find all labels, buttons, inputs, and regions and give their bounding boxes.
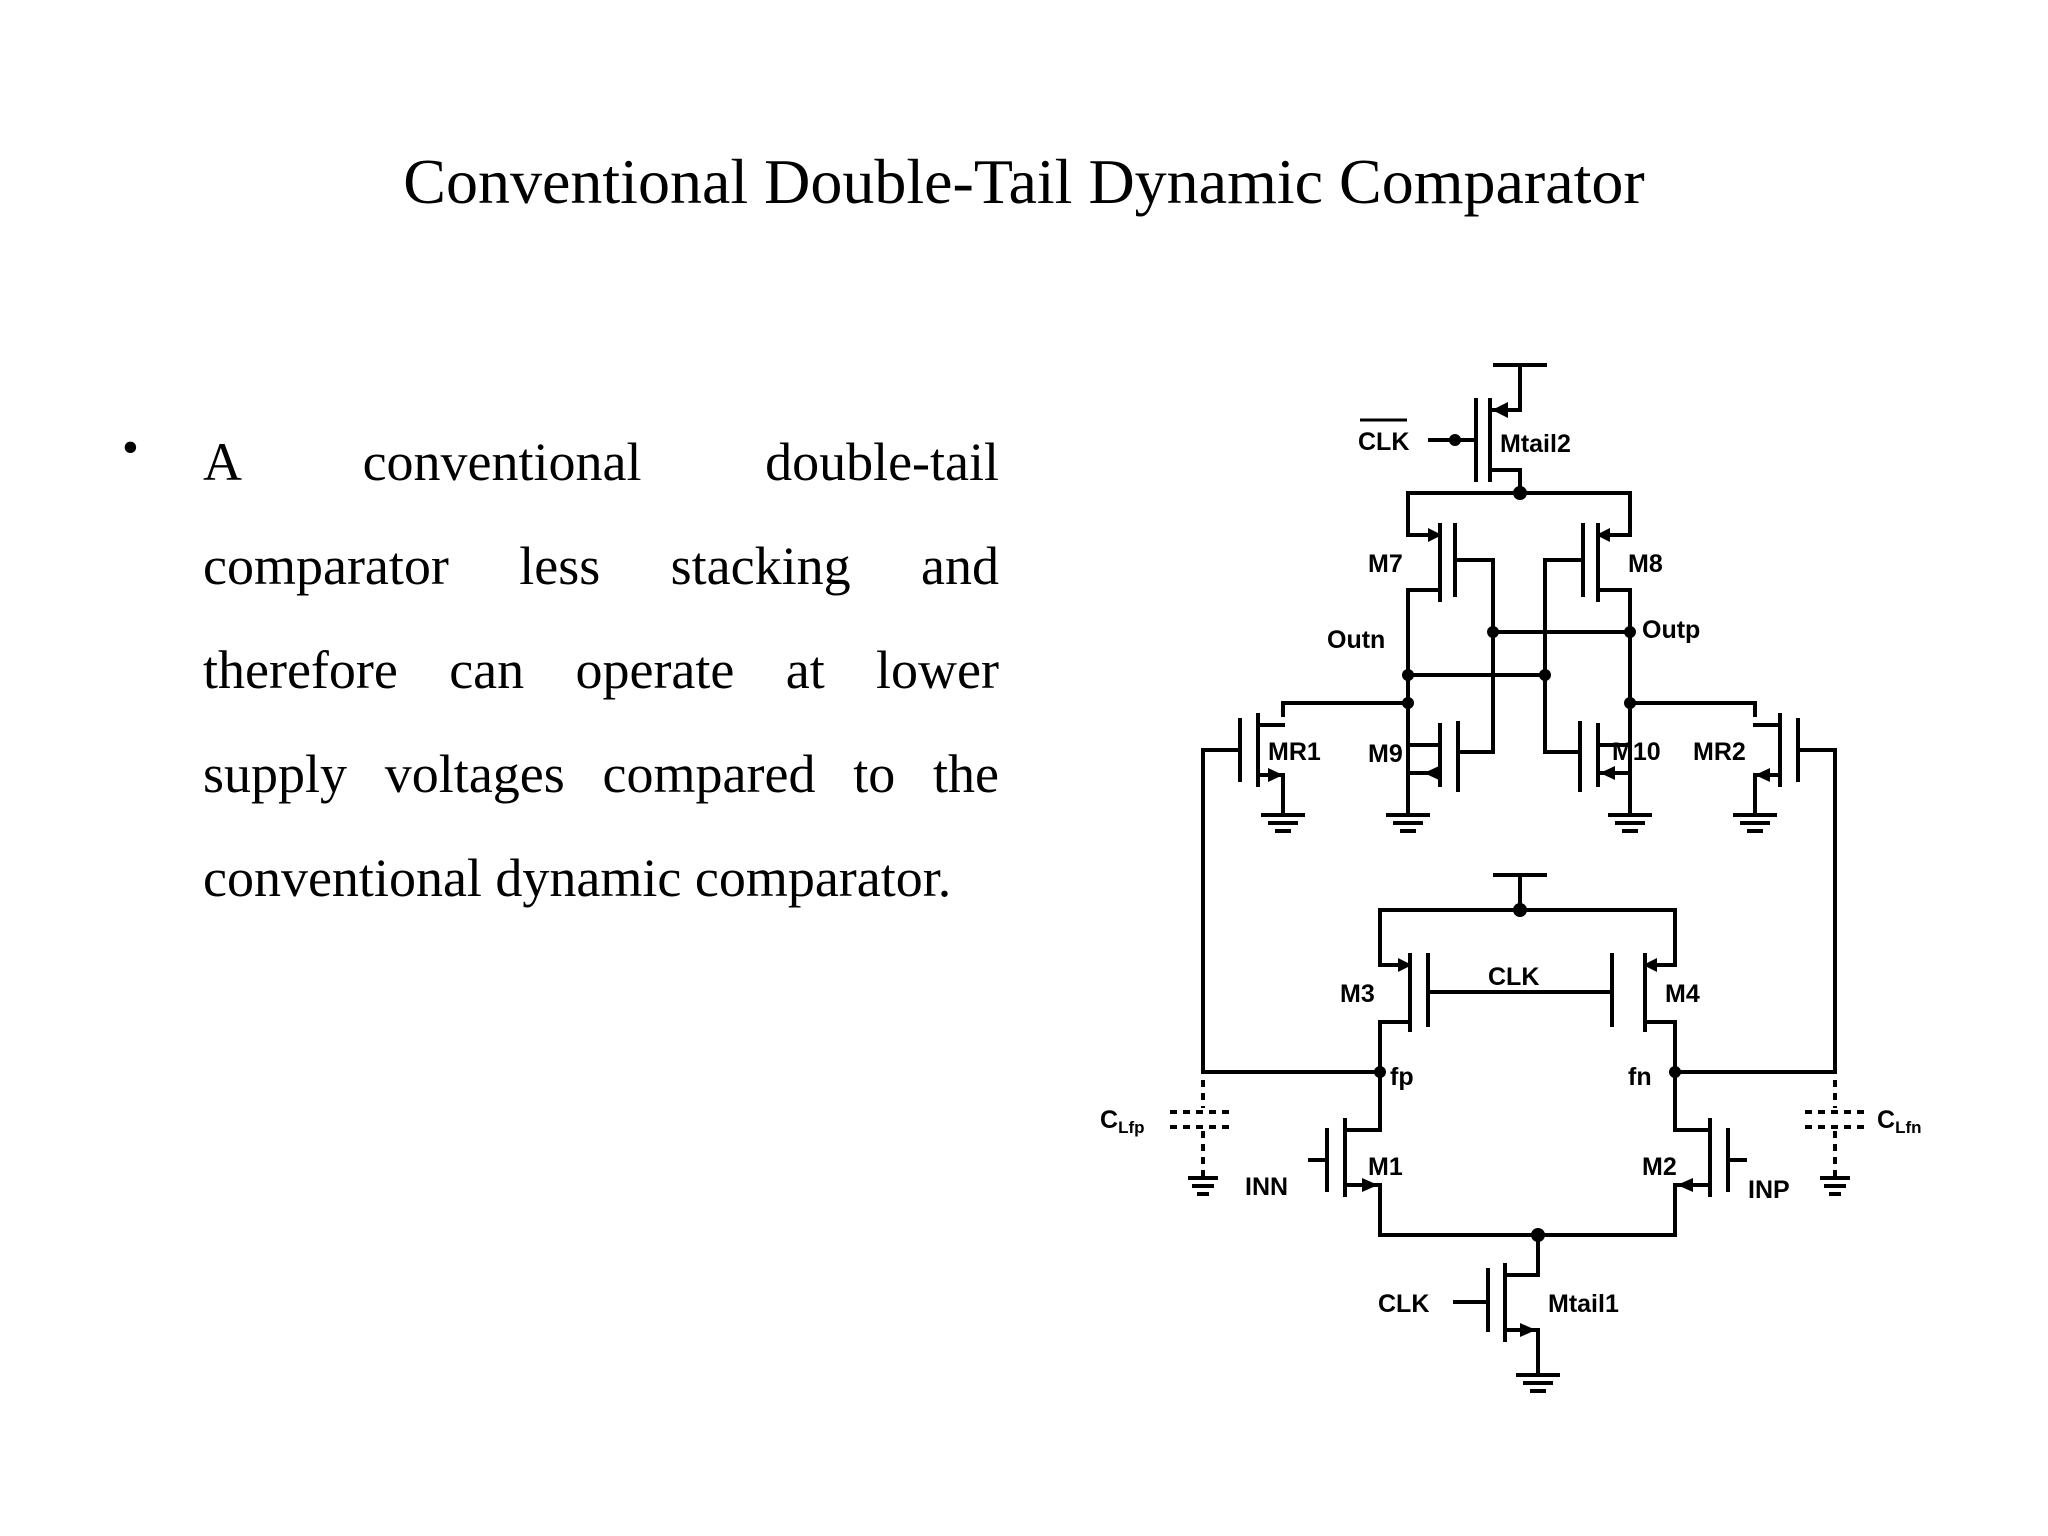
mtail1-label: Mtail1 [1548, 1290, 1619, 1318]
m3-label: M3 [1340, 980, 1375, 1008]
first-stage-supply [1378, 873, 1677, 967]
outn-label: Outn [1327, 626, 1385, 654]
m9-transistor [1386, 663, 1495, 833]
bullet-marker: • [122, 421, 139, 474]
bullet-text: A conventional double-tail comparator le… [203, 432, 999, 908]
m7-source-wire [1406, 491, 1442, 537]
m4-transistor [1610, 953, 1677, 1074]
m1-label: M1 [1368, 1153, 1403, 1181]
m10-transistor [1543, 663, 1652, 833]
clk-bottom-label: CLK [1378, 1290, 1429, 1318]
double-tail-comparator-schematic: CLK Mtail2 M7 M8 Ou [1100, 363, 1922, 1393]
mtail1-transistor [1453, 1233, 1560, 1393]
clk-bar-label: CLK [1358, 428, 1409, 456]
m7-transistor [1406, 523, 1495, 667]
mr2-label: MR2 [1693, 738, 1746, 766]
clk-mid-label: CLK [1488, 963, 1539, 991]
m2-transistor [1673, 1070, 1747, 1237]
mr1-label: MR1 [1268, 738, 1321, 766]
m10-label: M10 [1612, 738, 1661, 766]
outp-label: Outp [1642, 616, 1700, 644]
m4-label: M4 [1665, 980, 1700, 1008]
mr2-transistor [1733, 701, 1837, 1074]
mtail2-transistor [1456, 363, 1547, 495]
clk-bar-input: CLK [1358, 418, 1461, 456]
clfp-label: CLfp [1100, 1106, 1145, 1137]
inp-label: INP [1748, 1176, 1790, 1204]
m2-label: M2 [1642, 1153, 1677, 1181]
mtail2-label: Mtail2 [1500, 430, 1571, 458]
m8-source-wire [1596, 491, 1632, 537]
m8-label: M8 [1628, 550, 1663, 578]
m7-label: M7 [1368, 550, 1403, 578]
mr1-transistor [1201, 701, 1305, 1074]
fn-label: fn [1628, 1063, 1652, 1091]
clfp-capacitor [1170, 1080, 1235, 1196]
m8-transistor [1543, 523, 1632, 667]
inn-label: INN [1245, 1173, 1288, 1201]
clfn-label: CLfn [1877, 1106, 1922, 1137]
m1-transistor [1308, 1070, 1382, 1237]
slide-title: Conventional Double-Tail Dynamic Compara… [403, 146, 1645, 217]
m9-label: M9 [1368, 740, 1403, 768]
m3-transistor [1378, 953, 1614, 1074]
clfn-capacitor [1805, 1080, 1870, 1196]
fp-label: fp [1390, 1063, 1414, 1091]
